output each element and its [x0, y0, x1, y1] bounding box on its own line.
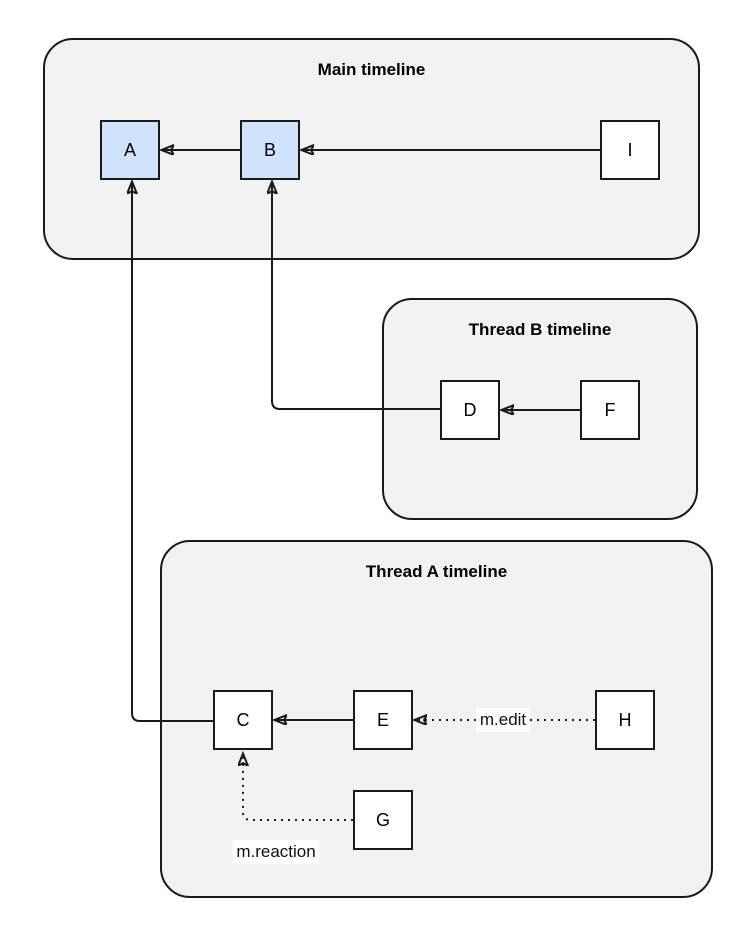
edge-label-m-reaction: m.reaction — [232, 840, 320, 864]
node-E: E — [353, 690, 413, 750]
edge-c-to-a — [132, 182, 213, 722]
node-A: A — [100, 120, 160, 180]
node-I-label: I — [627, 139, 633, 160]
node-A-label: A — [123, 139, 136, 160]
node-B: B — [240, 120, 300, 180]
node-F: F — [580, 380, 640, 440]
thread-b-timeline-title: Thread B timeline — [468, 320, 612, 339]
thread-a-timeline-title: Thread A timeline — [365, 562, 508, 581]
node-F-label: F — [604, 399, 616, 420]
node-C-label: C — [236, 709, 250, 730]
node-H: H — [595, 690, 655, 750]
node-E-label: E — [376, 709, 389, 730]
main-timeline-title: Main timeline — [317, 60, 426, 79]
node-C: C — [213, 690, 273, 750]
node-D-label: D — [463, 399, 477, 420]
edge-d-to-b — [272, 182, 440, 410]
node-D: D — [440, 380, 500, 440]
node-H-label: H — [618, 709, 632, 730]
node-G: G — [353, 790, 413, 850]
edge-g-to-c-dotted — [243, 754, 353, 821]
node-G-label: G — [375, 809, 390, 830]
node-I: I — [600, 120, 660, 180]
edge-label-m-edit: m.edit — [475, 708, 531, 732]
node-B-label: B — [263, 139, 276, 160]
